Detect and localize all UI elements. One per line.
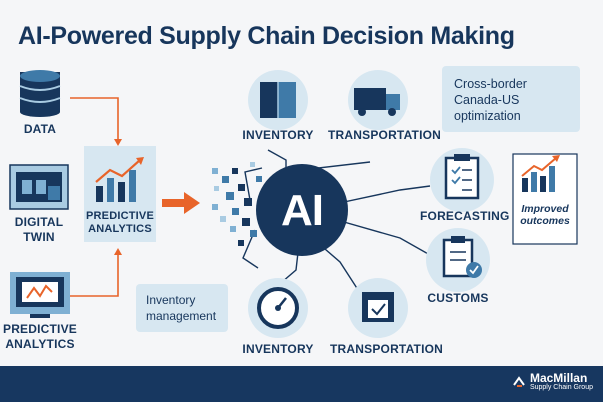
- inventory-management-note: Inventory management: [136, 284, 228, 332]
- transportation-top-label: TRANSPORTATION: [328, 128, 442, 142]
- transportation-bottom-label: TRANSPORTATION: [330, 342, 444, 356]
- inventory-bottom-label: INVENTORY: [242, 342, 314, 356]
- arrowhead-up: [114, 248, 122, 255]
- arrow-predictive-to-analytics: [70, 254, 119, 297]
- cross-border-note: Cross-border Canada-US optimization: [442, 66, 580, 132]
- customs-clipboard-icon: [426, 228, 490, 292]
- main-arrow-icon: [162, 192, 200, 214]
- truck-icon: [348, 70, 408, 130]
- brand-sub: Supply Chain Group: [529, 384, 593, 391]
- page-title: AI-Powered Supply Chain Decision Making: [18, 22, 515, 50]
- pixel-scatter: [212, 162, 262, 246]
- arrow-data-to-analytics: [70, 97, 119, 140]
- improved-outcomes-label: Improved outcomes: [520, 203, 570, 227]
- boxes-icon: [248, 70, 308, 130]
- data-label: DATA: [23, 122, 57, 136]
- building-icon: [9, 164, 69, 210]
- monitor-chart-icon: [10, 272, 70, 318]
- customs-label: CUSTOMS: [427, 291, 489, 305]
- connector-customs: [329, 217, 431, 256]
- connector-forecasting: [329, 185, 431, 206]
- ai-hub-circle: [256, 164, 348, 256]
- brand-logo: MacMillan Supply Chain Group: [512, 372, 593, 392]
- arrowhead-down: [114, 139, 122, 146]
- shipping-box-icon: [348, 278, 408, 338]
- inventory-top-label: INVENTORY: [242, 128, 314, 142]
- clipboard-icon: [430, 148, 494, 212]
- ai-label: AI: [281, 186, 324, 235]
- gauge-icon: [248, 278, 308, 338]
- database-icon: [19, 70, 61, 117]
- brand-mark-icon: [513, 376, 525, 387]
- predictive-analytics-label: PREDICTIVE ANALYTICS: [2, 322, 77, 351]
- connector-left-upper: [244, 167, 263, 201]
- orange-connectors: [70, 97, 119, 297]
- brand-text: MacMillan Supply Chain Group: [530, 372, 593, 392]
- connector-left-lower: [242, 229, 259, 269]
- chart-icon: [95, 157, 144, 202]
- digital-twin-label: DIGITAL TWIN: [14, 215, 64, 244]
- center-predictive-label: PREDICTIVE ANALYTICS: [85, 210, 154, 235]
- brand-name: MacMillan: [529, 371, 588, 385]
- footer-bar: [0, 366, 603, 402]
- forecasting-label: FORECASTING: [420, 209, 510, 223]
- improved-outcomes-card: [512, 153, 578, 245]
